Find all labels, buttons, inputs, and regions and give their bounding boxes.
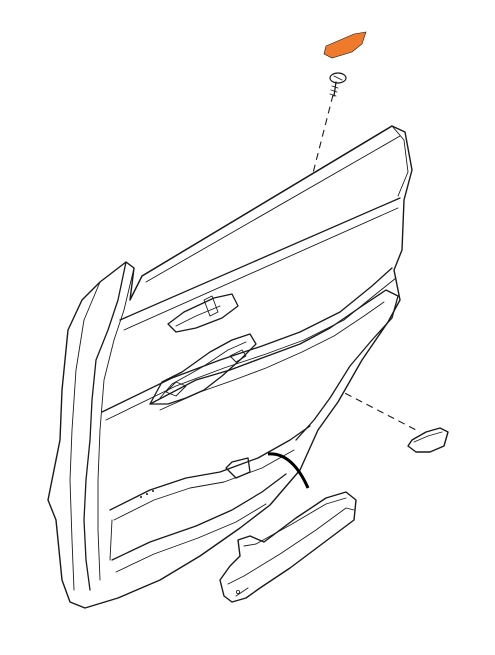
trim-cap-highlighted bbox=[323, 31, 367, 59]
panel-top-edge bbox=[141, 125, 393, 277]
grommet-band bbox=[267, 452, 310, 489]
door-handle-recess bbox=[167, 293, 239, 333]
side-clip-outline bbox=[407, 427, 449, 453]
armrest-contour bbox=[149, 289, 399, 441]
switch-bezel bbox=[149, 333, 257, 405]
lower-pocket-top bbox=[109, 425, 311, 511]
front-flange bbox=[83, 261, 127, 591]
mid-trim-line bbox=[101, 267, 393, 413]
panel-top-inner bbox=[145, 135, 401, 283]
lower-pocket-top-inner bbox=[113, 449, 295, 521]
front-flange-inner bbox=[97, 267, 135, 581]
mid-trim-line-inner bbox=[105, 277, 397, 421]
lower-pocket-bottom bbox=[111, 473, 287, 561]
screw-slot bbox=[333, 75, 343, 81]
switch-button-2 bbox=[229, 349, 247, 363]
lower-pocket-front bbox=[109, 519, 113, 561]
front-flange-outer bbox=[69, 281, 101, 591]
armrest-pocket bbox=[219, 491, 357, 603]
screw-thread bbox=[329, 85, 339, 97]
pull-tab bbox=[225, 457, 251, 479]
panel-dot-1 bbox=[140, 496, 142, 498]
panel-rear-edge bbox=[391, 125, 409, 197]
switch-button-1 bbox=[165, 381, 187, 397]
screw-shank bbox=[333, 81, 337, 97]
armrest-pocket-lip bbox=[235, 587, 249, 597]
armrest-pocket-hole bbox=[235, 590, 240, 595]
screw bbox=[329, 72, 347, 97]
door-handle-lever bbox=[203, 295, 219, 317]
upper-belt-line-inner bbox=[123, 207, 399, 331]
panel-dot-2 bbox=[146, 493, 148, 495]
armrest-pocket-mid bbox=[227, 507, 355, 585]
armrest-contour-inner bbox=[159, 301, 385, 411]
panel-outline bbox=[47, 125, 413, 609]
door-handle-inner bbox=[175, 305, 221, 327]
switch-bezel-inner bbox=[159, 341, 247, 399]
side-clip-inner bbox=[413, 431, 443, 443]
panel-dot-3 bbox=[152, 490, 154, 492]
door-trim-panel bbox=[47, 125, 413, 609]
lower-pocket-bottom-inner bbox=[115, 503, 267, 573]
side-clip bbox=[407, 427, 449, 453]
upper-belt-line bbox=[119, 197, 401, 321]
armrest-pocket-top-inner bbox=[243, 497, 347, 547]
armrest-pocket-outline bbox=[219, 491, 357, 603]
